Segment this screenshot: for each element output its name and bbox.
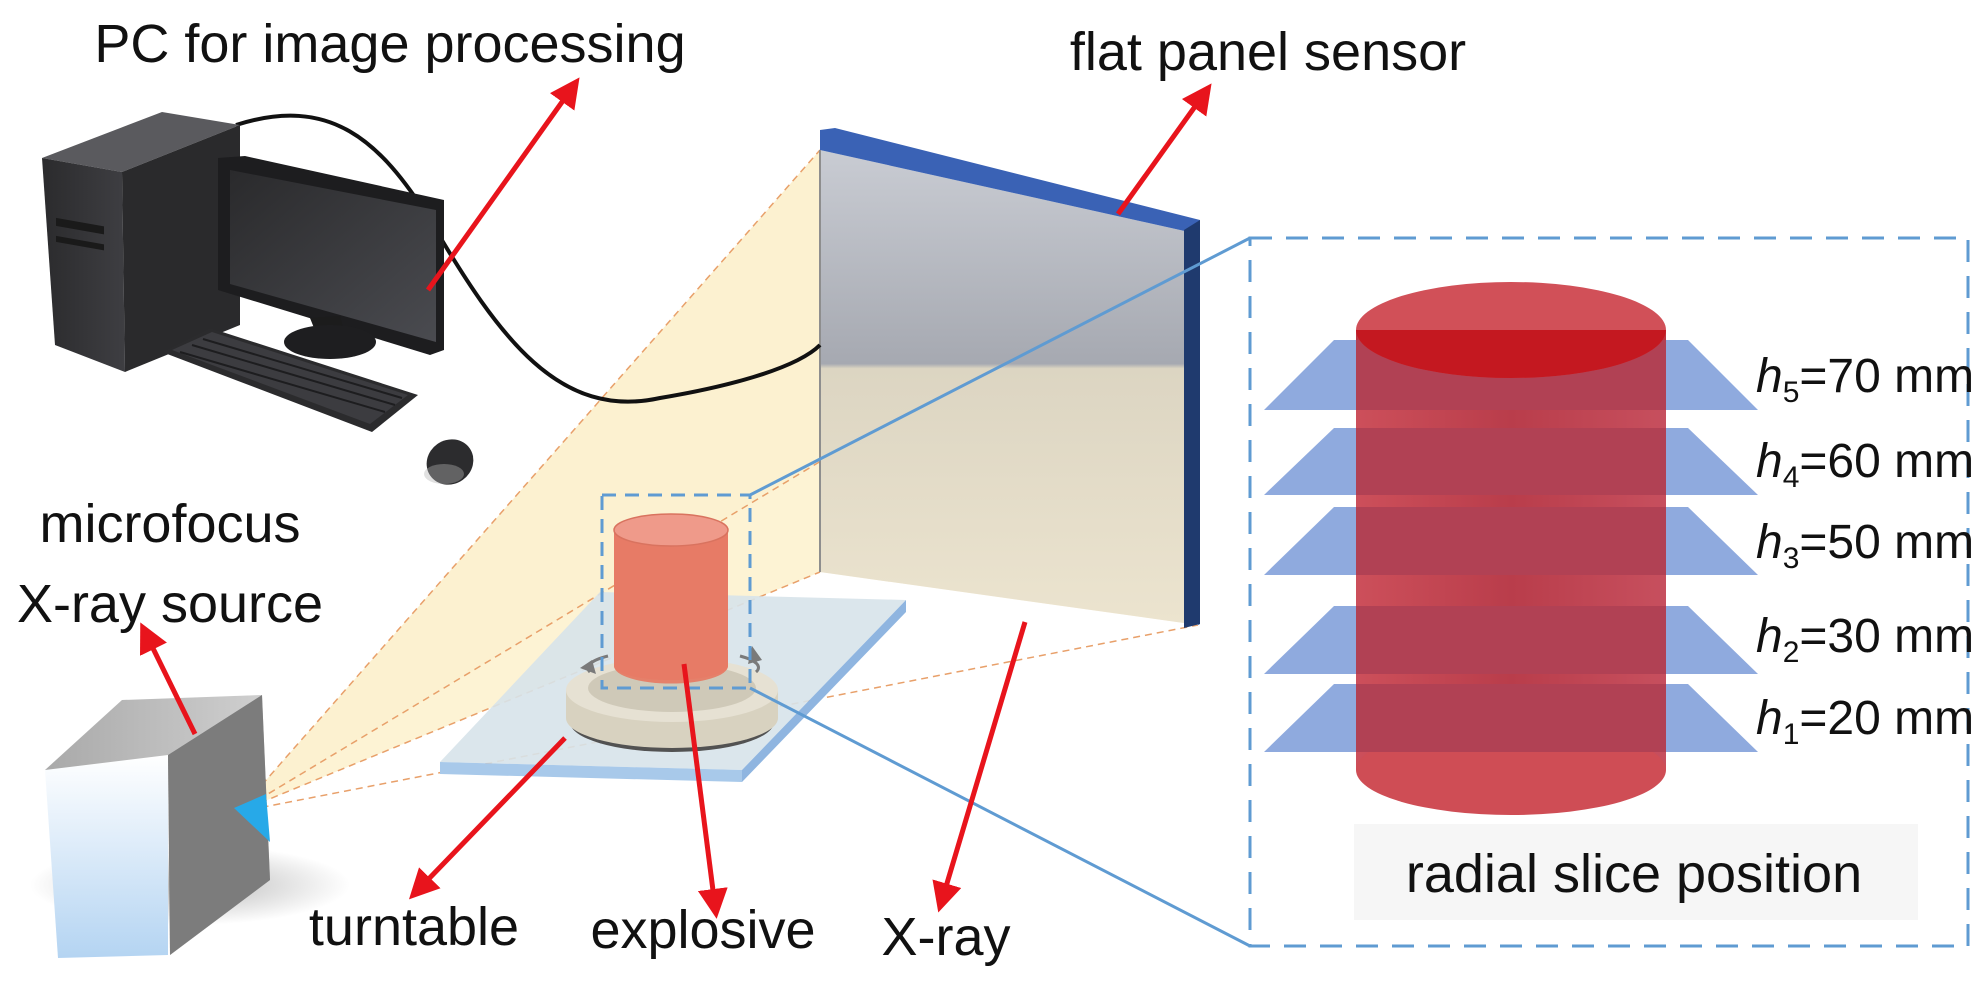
keyboard-icon <box>162 328 418 432</box>
slice-label-var: h <box>1756 350 1783 403</box>
pointer-arrows <box>140 77 1212 919</box>
slice-label-value: =20 mm <box>1799 692 1974 745</box>
label-xray: X-ray <box>881 907 1010 967</box>
arrow-source <box>140 622 198 736</box>
label-source-line2: X-ray source <box>17 574 323 634</box>
slice-label-2: h2=30 mm <box>1756 610 1974 669</box>
slice-label-value: =50 mm <box>1799 516 1974 569</box>
arrow-explosive <box>681 663 728 919</box>
slice-label-4: h4=60 mm <box>1756 435 1974 494</box>
label-pc: PC for image processing <box>94 14 685 74</box>
cylinder-overlay <box>1356 330 1666 752</box>
arrow-pc <box>425 77 580 292</box>
slice-label-value: =70 mm <box>1799 350 1974 403</box>
slice-label-subscript: 1 <box>1783 718 1800 751</box>
slice-label-3: h3=50 mm <box>1756 516 1974 575</box>
monitor-icon <box>218 156 444 359</box>
inset-title: radial slice position <box>1406 844 1862 904</box>
slice-label-subscript: 5 <box>1783 376 1800 409</box>
inset-title-band <box>1354 824 1918 920</box>
label-source-line1: microfocus <box>39 494 300 554</box>
cable <box>235 113 822 404</box>
magnifier-box <box>600 236 1251 948</box>
label-explosive: explosive <box>590 900 815 960</box>
slice-label-1: h1=20 mm <box>1756 692 1974 751</box>
slice-label-5: h5=70 mm <box>1756 350 1974 409</box>
flat-panel-sensor <box>819 128 1200 628</box>
computer <box>42 112 822 485</box>
arrow-xray <box>932 621 1028 913</box>
arrow-turntable <box>408 736 567 900</box>
mouse-icon <box>424 439 474 485</box>
slice-label-var: h <box>1756 692 1783 745</box>
slice-label-subscript: 3 <box>1783 542 1800 575</box>
emitter-icon <box>234 794 270 842</box>
explosive <box>613 513 729 684</box>
slice-label-value: =60 mm <box>1799 435 1974 488</box>
slice-label-var: h <box>1756 610 1783 663</box>
slice-label-var: h <box>1756 516 1783 569</box>
slice-label-subscript: 4 <box>1783 461 1800 494</box>
arrow-sensor <box>1115 83 1212 216</box>
slice-label-value: =30 mm <box>1799 610 1974 663</box>
slice-label-subscript: 2 <box>1783 636 1800 669</box>
xray-source <box>30 695 350 958</box>
label-sensor: flat panel sensor <box>1070 22 1466 82</box>
tower-icon <box>42 112 240 372</box>
label-turntable: turntable <box>309 897 519 957</box>
slice-label-var: h <box>1756 435 1783 488</box>
